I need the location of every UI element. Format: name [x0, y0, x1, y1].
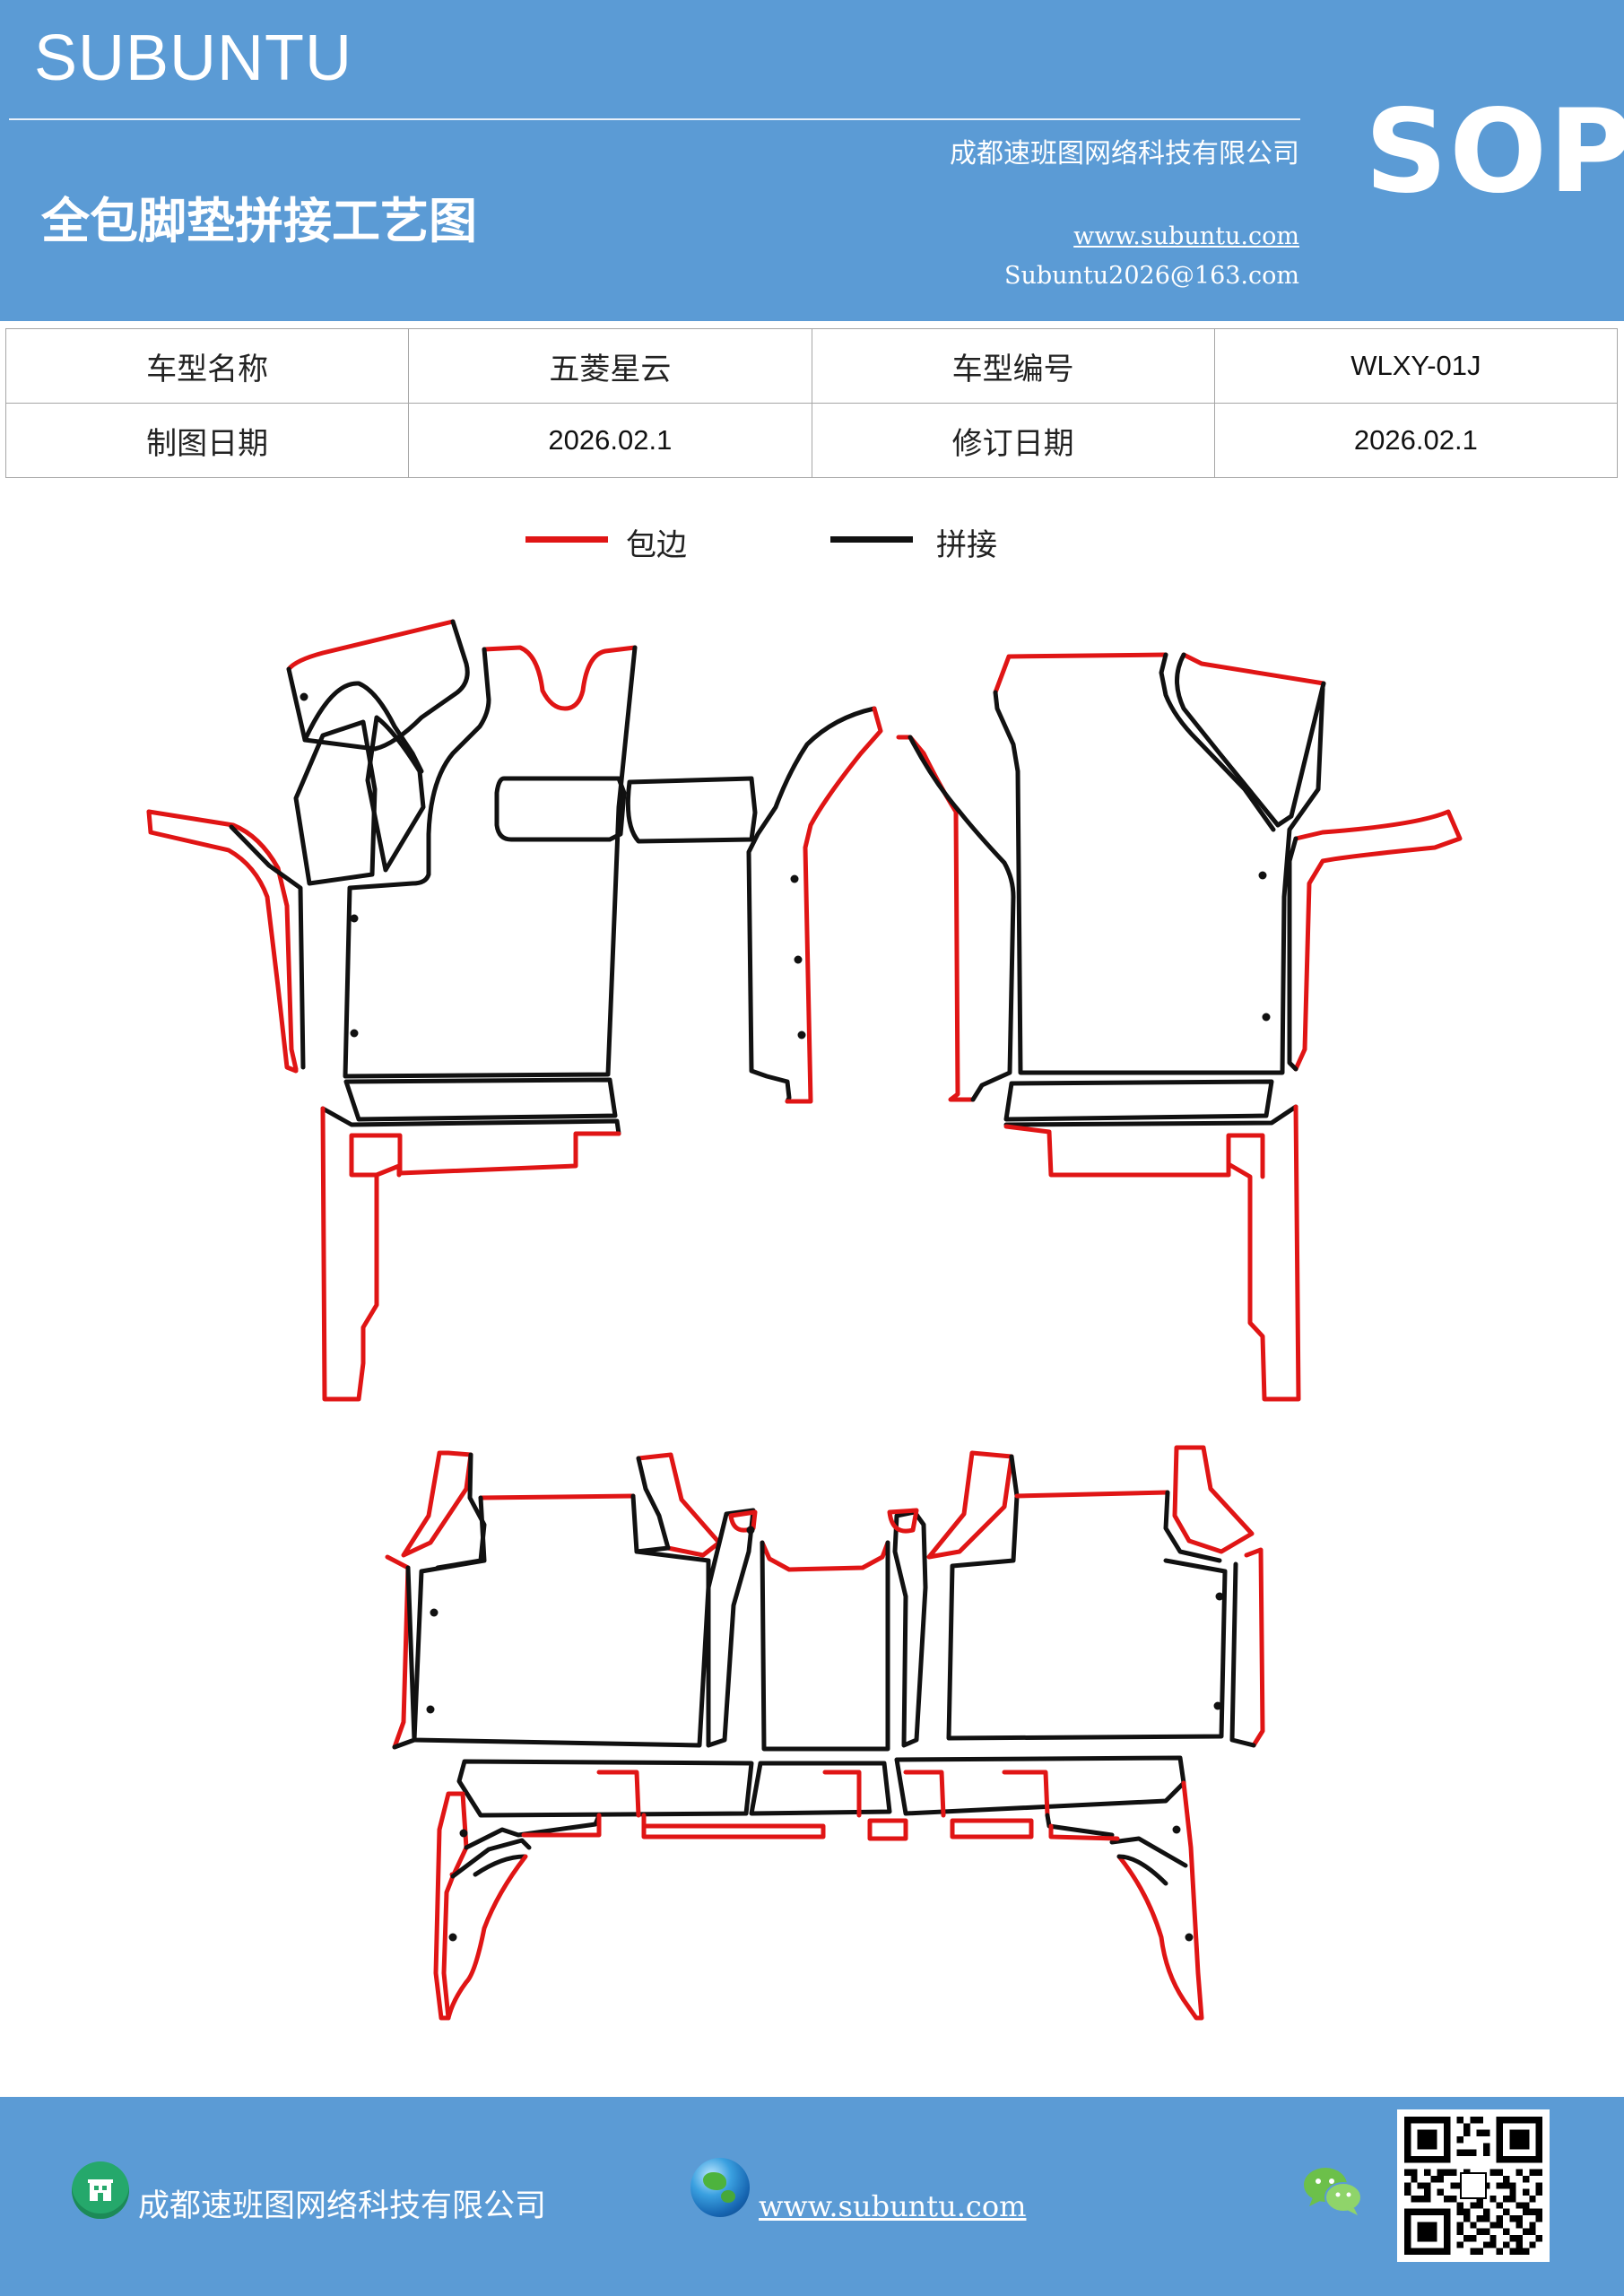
- globe-icon: [690, 2158, 750, 2217]
- drawing-date-value: 2026.02.1: [408, 403, 812, 478]
- legend-item-splice: 拼接: [830, 527, 1046, 572]
- black-line-swatch: [830, 536, 913, 543]
- building-icon: [72, 2161, 129, 2219]
- rear-mat-set: [385, 1445, 1265, 2021]
- legend-item-binding: 包边: [525, 527, 741, 572]
- revision-date-value: 2026.02.1: [1213, 403, 1619, 478]
- table-row: 制图日期 2026.02.1 修订日期 2026.02.1: [4, 403, 1619, 478]
- table-row: 车型名称 五菱星云 车型编号 WLXY-01J: [4, 328, 1619, 404]
- legend-label: 拼接: [936, 527, 997, 563]
- footer-website-link[interactable]: www.subuntu.com: [759, 2189, 1027, 2223]
- header-banner: SUBUNTU 成都速班图网络科技有限公司 全包脚垫拼接工艺图 www.subu…: [0, 0, 1624, 321]
- front-right-mat: [896, 652, 1463, 1402]
- legend-label: 包边: [626, 527, 687, 563]
- drawing-date-label: 制图日期: [4, 403, 410, 478]
- footer-company-name: 成都速班图网络科技有限公司: [138, 2188, 547, 2224]
- wechat-icon[interactable]: [1302, 2163, 1365, 2217]
- red-line-swatch: [525, 536, 608, 543]
- website-link[interactable]: www.subuntu.com: [1073, 222, 1299, 250]
- vehicle-code-label: 车型编号: [811, 328, 1215, 404]
- header-divider: [9, 118, 1300, 120]
- front-left-mat: [146, 619, 758, 1402]
- revision-date-label: 修订日期: [811, 403, 1215, 478]
- vehicle-name-value: 五菱星云: [408, 328, 812, 404]
- vehicle-info-table: 车型名称 五菱星云 车型编号 WLXY-01J 制图日期 2026.02.1 修…: [4, 328, 1619, 478]
- floor-mat-diagram: [146, 619, 1463, 2021]
- front-center-mat: [746, 706, 883, 1104]
- footer-banner: 成都速班图网络科技有限公司 www.subuntu.com: [0, 2097, 1624, 2296]
- document-title: 全包脚垫拼接工艺图: [41, 193, 477, 249]
- qr-code[interactable]: [1397, 2109, 1550, 2262]
- vehicle-name-label: 车型名称: [4, 328, 410, 404]
- company-name: 成都速班图网络科技有限公司: [950, 138, 1299, 170]
- email-address: Subuntu2026@163.com: [1004, 262, 1299, 290]
- vehicle-code-value: WLXY-01J: [1213, 328, 1619, 404]
- brand-name: SUBUNTU: [34, 22, 353, 94]
- sop-badge: SOP: [1365, 85, 1624, 219]
